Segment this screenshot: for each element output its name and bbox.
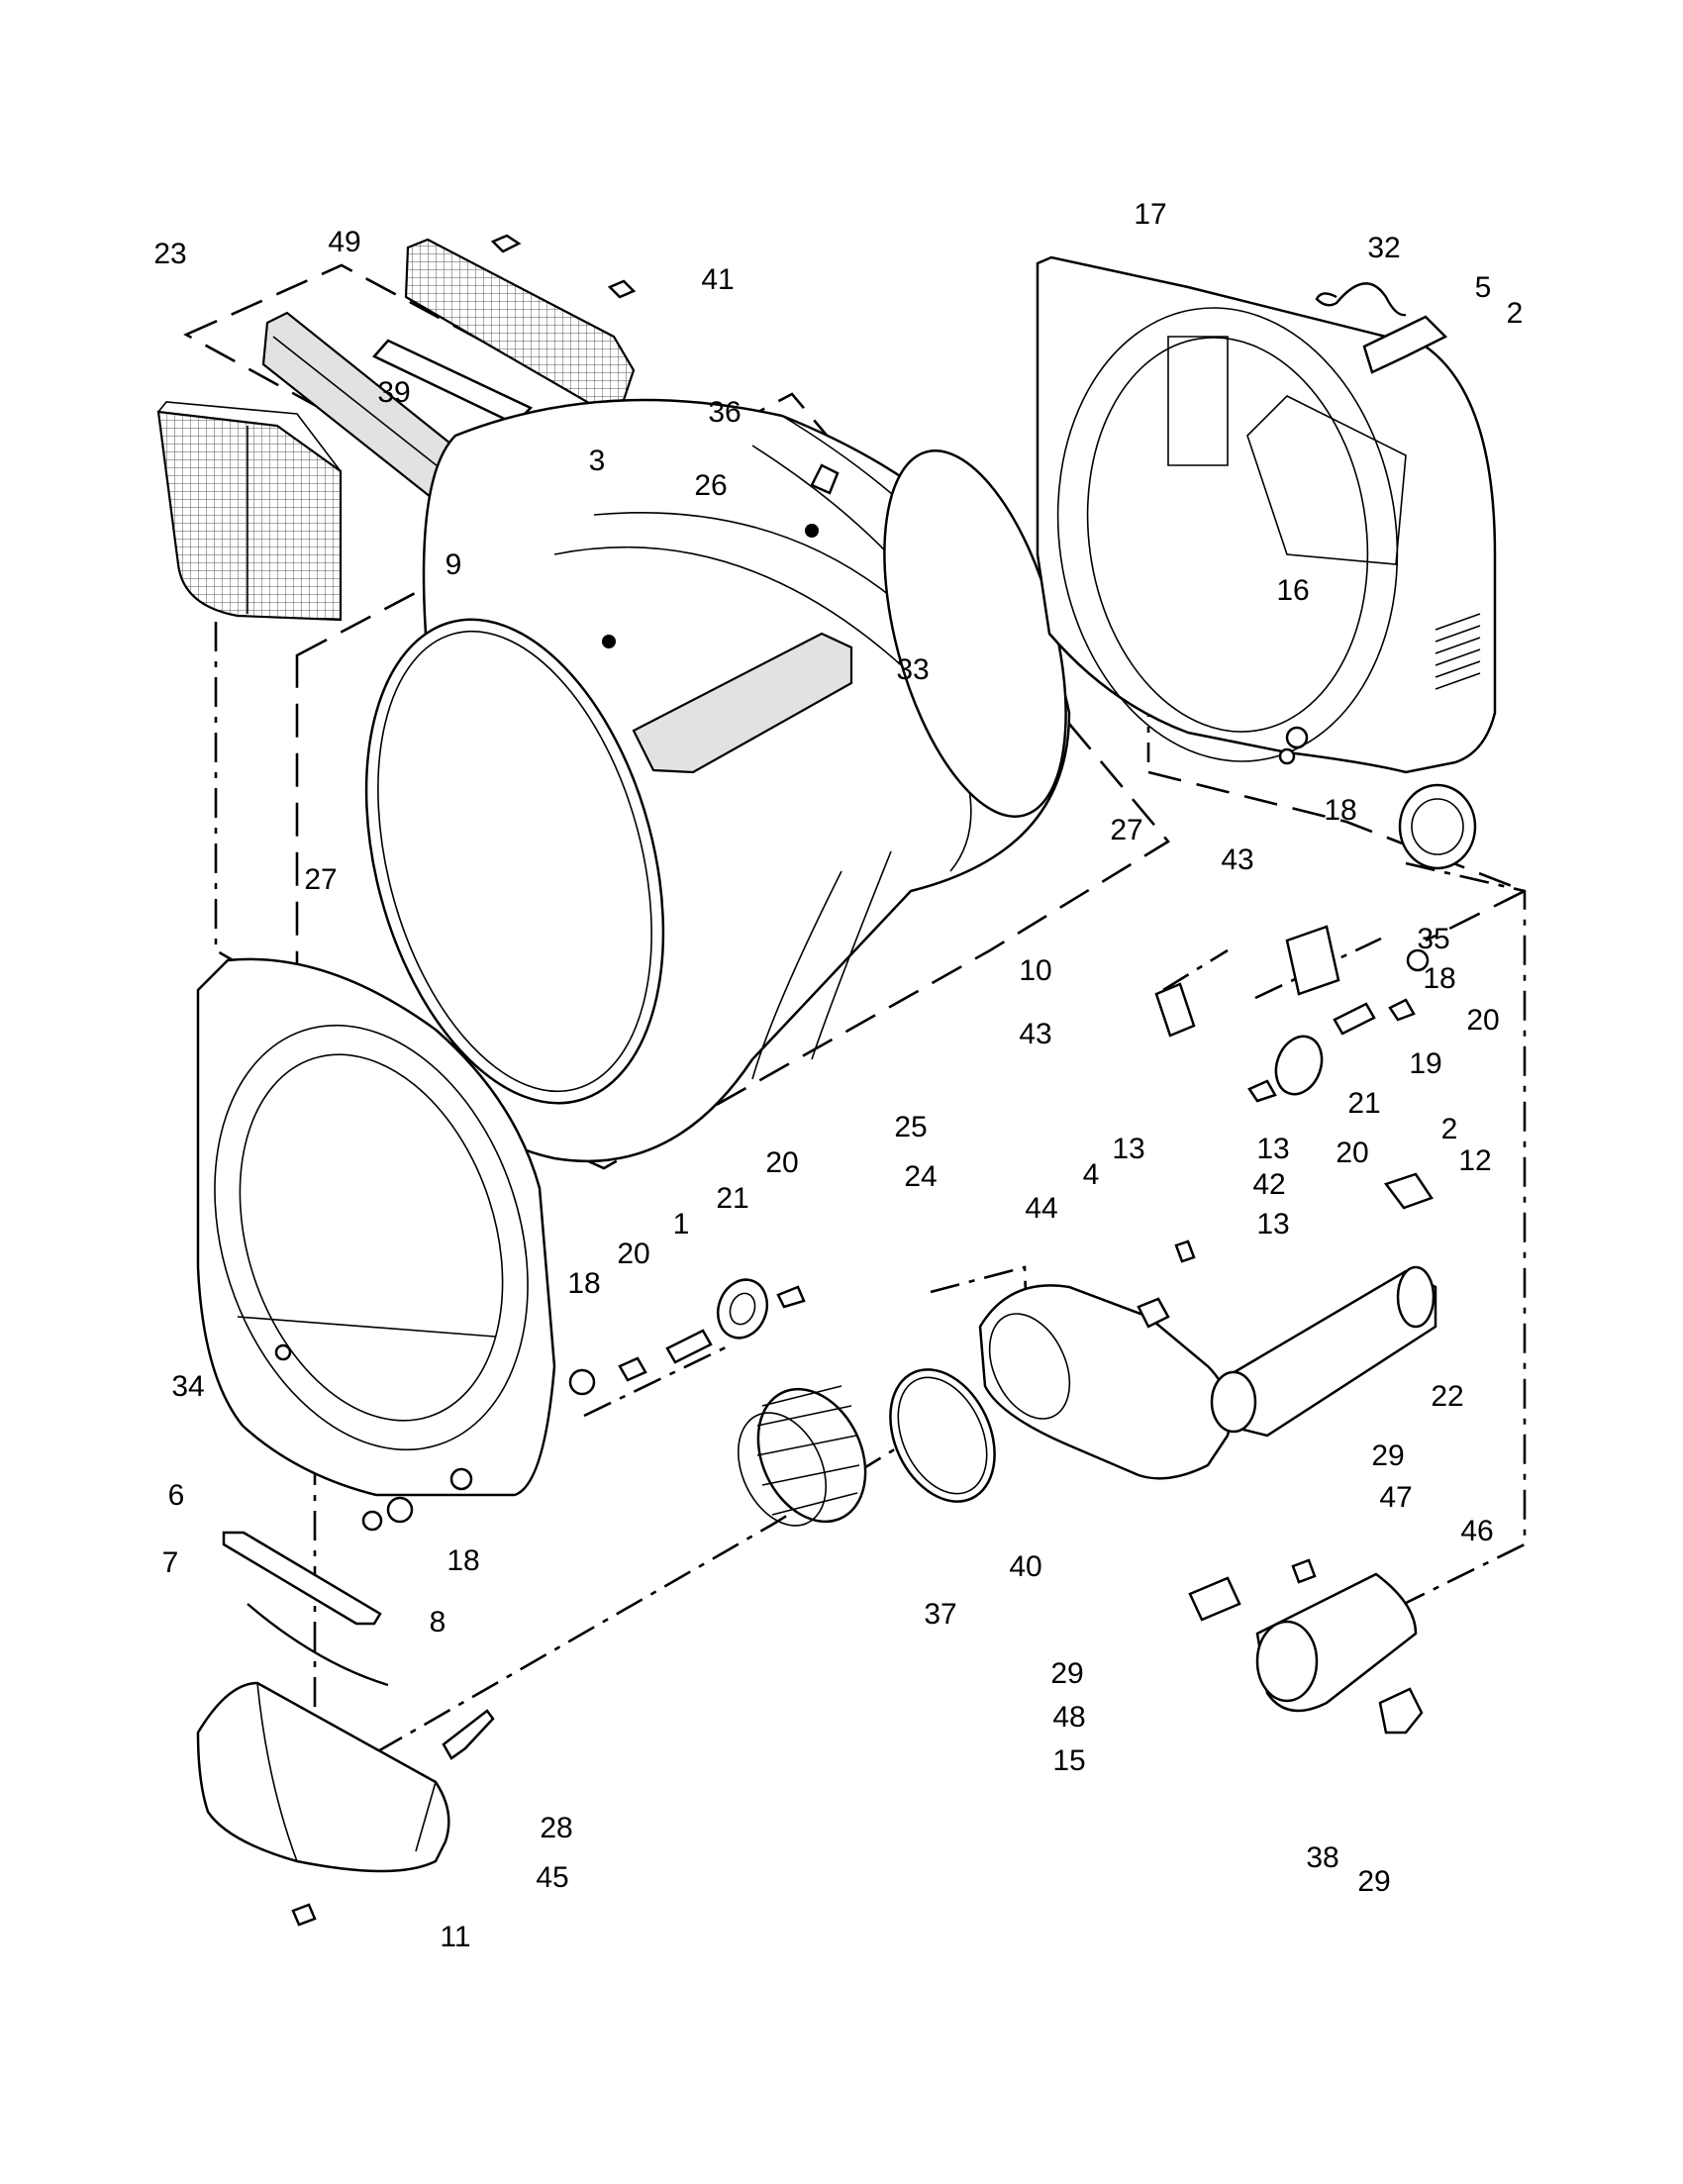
callout-label: 44 bbox=[1025, 1192, 1057, 1225]
callout-label: 28 bbox=[540, 1812, 572, 1844]
callout-label: 49 bbox=[328, 226, 360, 258]
drum-seals bbox=[364, 449, 1067, 1105]
callout-label: 39 bbox=[377, 376, 410, 409]
screw-41 bbox=[607, 279, 637, 299]
callout-label: 13 bbox=[1256, 1208, 1289, 1241]
sensor-38 bbox=[1378, 1687, 1424, 1735]
callout-labels: 4923411732523936326933161827274335181020… bbox=[153, 198, 1523, 1953]
callout-label: 20 bbox=[1466, 1004, 1499, 1037]
front-idler-parts bbox=[361, 1278, 806, 1532]
callout-label: 42 bbox=[1252, 1168, 1285, 1201]
bracket-12 bbox=[1383, 1172, 1434, 1210]
callout-label: 17 bbox=[1134, 198, 1166, 231]
callout-label: 18 bbox=[567, 1267, 600, 1300]
front-bulkhead bbox=[196, 957, 556, 1497]
pulley-21 bbox=[1274, 1035, 1324, 1096]
callout-label: 9 bbox=[446, 548, 462, 581]
screw-top bbox=[490, 234, 522, 253]
thermostat-47 bbox=[1291, 1558, 1317, 1584]
callout-label: 33 bbox=[896, 653, 929, 686]
lint-housing-parts bbox=[261, 234, 637, 503]
callout-label: 34 bbox=[171, 1370, 204, 1403]
heater-can bbox=[1255, 1572, 1418, 1713]
callout-label: 2 bbox=[1441, 1113, 1458, 1145]
screw-11 bbox=[291, 1903, 317, 1927]
lint-grille bbox=[404, 238, 636, 408]
callout-label: 18 bbox=[1324, 794, 1356, 827]
wire-clip bbox=[1315, 282, 1407, 317]
callout-label: 15 bbox=[1052, 1744, 1085, 1777]
harness-bracket bbox=[1362, 315, 1448, 374]
callout-label: 22 bbox=[1431, 1380, 1463, 1413]
callout-label: 10 bbox=[1019, 954, 1051, 987]
callout-label: 27 bbox=[304, 863, 337, 896]
callout-label: 29 bbox=[1050, 1657, 1083, 1690]
callout-label: 5 bbox=[1475, 271, 1492, 304]
callout-label: 11 bbox=[440, 1921, 470, 1953]
idler-axis-guide-front bbox=[583, 1344, 729, 1418]
callout-label: 23 bbox=[153, 238, 186, 270]
plate-10 bbox=[1154, 982, 1196, 1038]
lint-gasket bbox=[371, 339, 534, 426]
callout-label: 18 bbox=[446, 1544, 479, 1577]
blower-housing bbox=[978, 1284, 1232, 1480]
callout-label: 47 bbox=[1379, 1481, 1412, 1514]
callout-label: 1 bbox=[673, 1208, 690, 1241]
callout-label: 4 bbox=[1083, 1158, 1100, 1191]
callout-label: 25 bbox=[894, 1111, 927, 1143]
callout-label: 13 bbox=[1112, 1133, 1144, 1165]
callout-label: 37 bbox=[924, 1598, 956, 1631]
lint-duct bbox=[196, 1681, 450, 1873]
heater-housing bbox=[1210, 1265, 1437, 1438]
callout-label: 40 bbox=[1009, 1550, 1041, 1583]
callout-label: 35 bbox=[1417, 923, 1449, 955]
callout-label: 32 bbox=[1367, 232, 1400, 264]
callout-label: 12 bbox=[1458, 1144, 1491, 1177]
callout-label: 41 bbox=[701, 263, 734, 296]
callout-label: 45 bbox=[536, 1861, 568, 1894]
callout-label: 20 bbox=[1336, 1137, 1368, 1169]
rear-bulkhead-vents bbox=[1435, 613, 1481, 690]
callout-label: 36 bbox=[708, 396, 741, 429]
bracket-screw-guide bbox=[1162, 948, 1229, 992]
bracket-35 bbox=[1285, 925, 1340, 996]
callout-label: 43 bbox=[1221, 844, 1253, 876]
rear-bulkhead bbox=[1036, 255, 1497, 870]
callout-label: 13 bbox=[1256, 1133, 1289, 1165]
callout-label: 29 bbox=[1357, 1865, 1390, 1898]
callout-label: 2 bbox=[1507, 297, 1524, 330]
belt-guide-6 bbox=[222, 1531, 382, 1626]
callout-label: 18 bbox=[1423, 962, 1455, 995]
callout-label: 20 bbox=[765, 1146, 798, 1179]
callout-label: 20 bbox=[617, 1238, 649, 1270]
blower-wheel bbox=[737, 1385, 867, 1527]
callout-label: 27 bbox=[1110, 814, 1142, 846]
callout-label: 46 bbox=[1460, 1515, 1493, 1547]
heater-guide bbox=[1393, 861, 1527, 1611]
thermal-fuse-42 bbox=[1174, 1240, 1196, 1263]
callout-label: 21 bbox=[716, 1182, 748, 1215]
callout-label: 8 bbox=[430, 1606, 446, 1638]
callout-label: 6 bbox=[168, 1479, 185, 1512]
duct-clip-28 bbox=[442, 1709, 495, 1760]
callout-label: 26 bbox=[694, 469, 727, 502]
felt-strip-7 bbox=[247, 1603, 389, 1687]
lint-screen bbox=[156, 401, 343, 622]
bracket-48 bbox=[1188, 1576, 1241, 1622]
callout-label: 43 bbox=[1019, 1018, 1051, 1050]
callout-label: 7 bbox=[162, 1546, 179, 1579]
callout-label: 24 bbox=[904, 1160, 937, 1193]
callout-label: 48 bbox=[1052, 1701, 1085, 1734]
callout-label: 21 bbox=[1347, 1087, 1380, 1120]
callout-label: 38 bbox=[1306, 1841, 1338, 1874]
callout-label: 29 bbox=[1371, 1439, 1404, 1472]
callout-label: 3 bbox=[589, 445, 606, 477]
shaft-19 bbox=[1333, 1002, 1376, 1036]
callout-label: 16 bbox=[1276, 574, 1309, 607]
baffle bbox=[632, 632, 853, 774]
callout-label: 19 bbox=[1409, 1047, 1441, 1080]
